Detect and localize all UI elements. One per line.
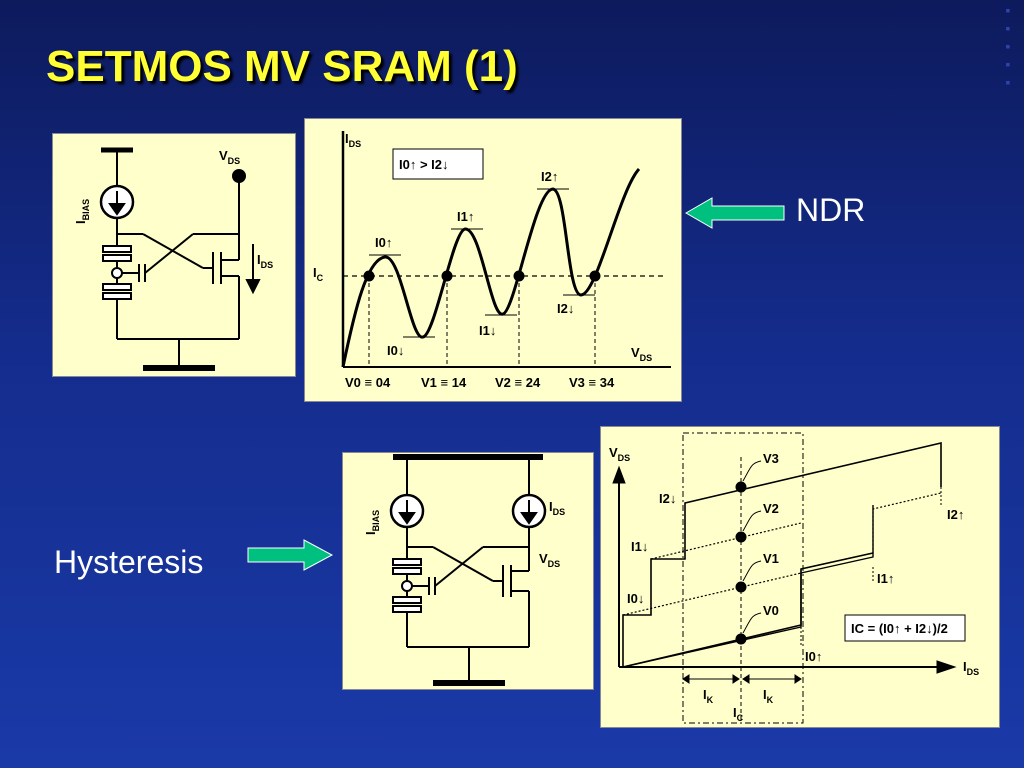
ndr-graph: IDS VDS IC I0↑ > I2↓ I0↑ I1↑ I2↑ I0↓ I1↓… [304,118,682,402]
hysteresis-label: Hysteresis [54,544,204,580]
corner-watermark: ▪▪▪▪▪ [1000,2,1016,92]
hysteresis-graph: VDS IDS IC = (I0↑ + I2↓)/2 V3 V2 V1 V0 I… [600,426,1000,728]
ndr-label: NDR [796,192,866,228]
ndr-arrow-icon [684,197,785,229]
hysteresis-arrow-icon [247,539,334,571]
slide-title: SETMOS MV SRAM (1) [46,42,518,91]
circuit-diagram-2: IBIAS IDS VDS [342,452,594,690]
circuit-diagram-1: VDS IBIAS IDS [52,133,296,377]
